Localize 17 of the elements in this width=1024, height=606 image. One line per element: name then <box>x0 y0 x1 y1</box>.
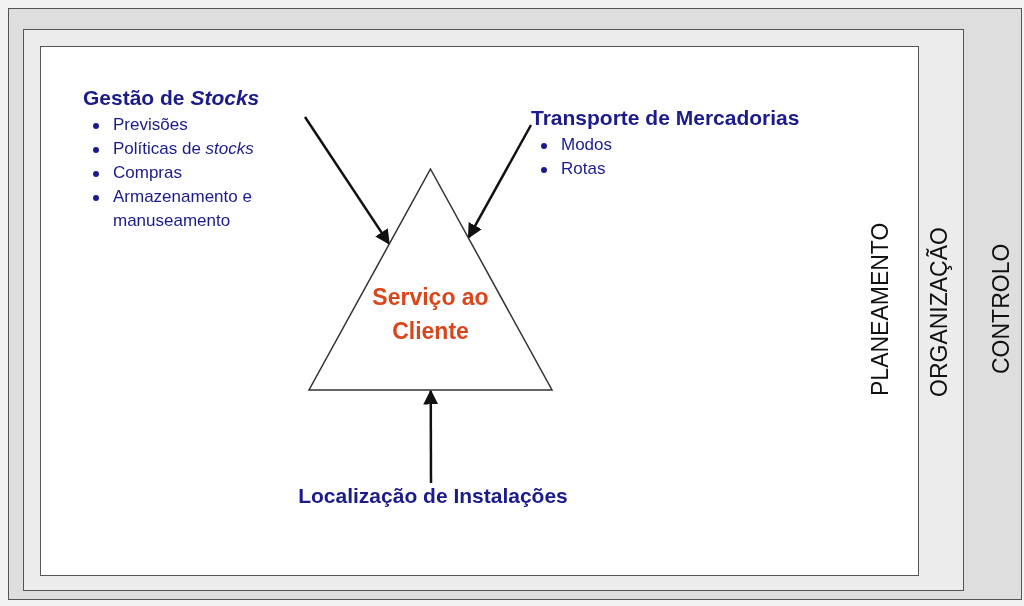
heading: Localização de Instalações <box>263 483 603 510</box>
arrow <box>423 389 439 483</box>
heading: Gestão de Stocks <box>83 85 261 111</box>
list-item: Previsões <box>113 114 188 137</box>
list-item: Políticas de stocks <box>113 138 254 161</box>
frame-label: CONTROLO <box>990 242 1013 377</box>
arrow <box>303 116 390 245</box>
triangle-label: Serviço ao Cliente <box>371 283 490 346</box>
triangle-shape <box>308 168 553 391</box>
list-item: Modos <box>561 134 613 157</box>
frame-label: ORGANIZAÇÃO <box>928 226 951 399</box>
arrow <box>467 124 533 239</box>
list-item: Rotas <box>561 158 606 181</box>
list-item: Compras <box>113 162 182 185</box>
heading: Transporte de Mercadorias <box>531 105 801 131</box>
list-item: Armazenamento e manuseamento <box>113 186 253 233</box>
frame-label: PLANEAMENTO <box>869 221 892 398</box>
